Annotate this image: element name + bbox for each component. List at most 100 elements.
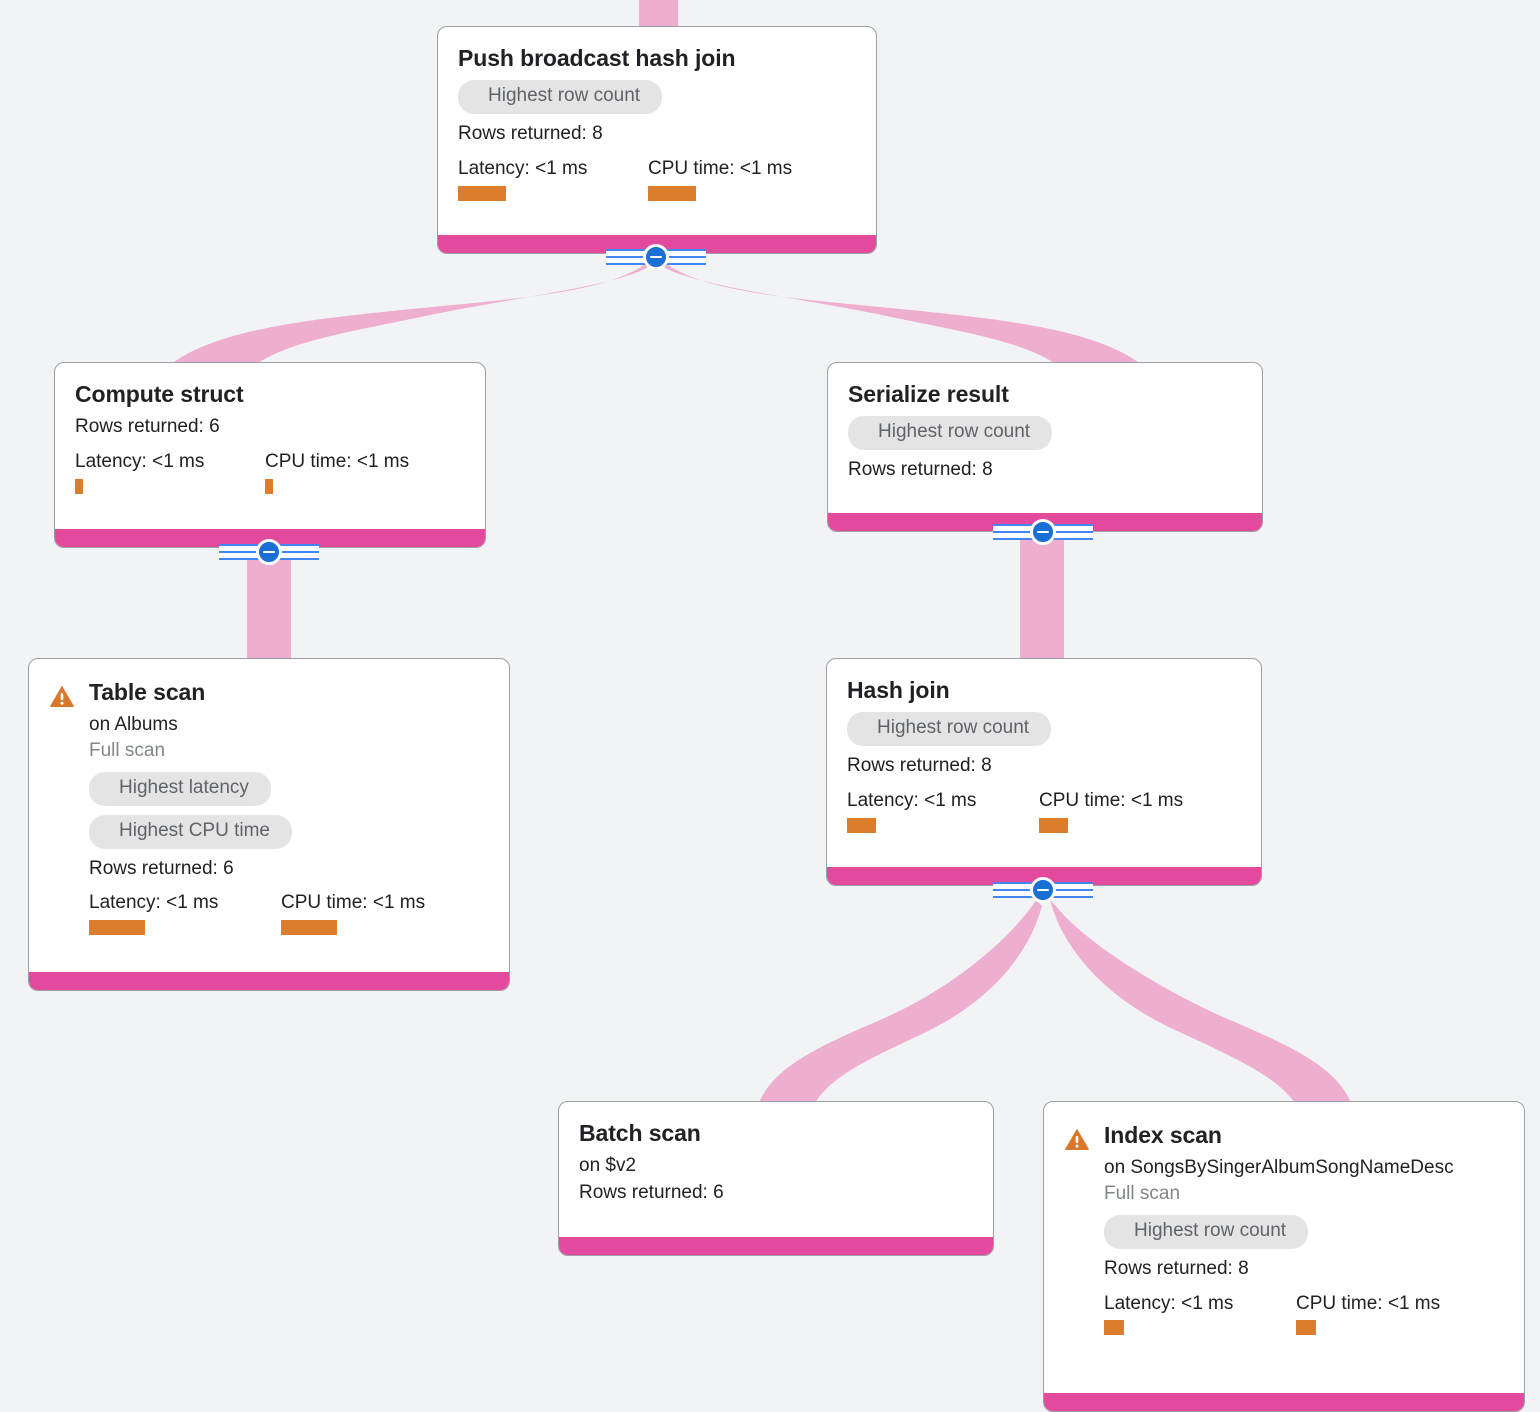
node-body: Push broadcast hash join Highest row cou… (438, 27, 876, 235)
title-col: Serialize result Highest row count Rows … (848, 381, 1053, 482)
metric-latency: Latency: <1 ms (89, 892, 281, 936)
node-title: Serialize result (848, 381, 1009, 407)
latency-label: Latency: <1 ms (89, 892, 219, 914)
node-body: Hash join Highest row count Rows returne… (827, 659, 1261, 867)
metric-latency: Latency: <1 ms (458, 158, 648, 201)
node-accent-bar (1044, 1393, 1524, 1411)
node-title: Batch scan (579, 1120, 701, 1146)
node-title: Hash join (847, 677, 950, 703)
metrics-row: Latency: <1 ms CPU time: <1 ms (458, 158, 792, 201)
node-body: Serialize result Highest row count Rows … (828, 363, 1262, 513)
metric-latency: Latency: <1 ms (1104, 1293, 1296, 1336)
metric-cpu-time: CPU time: <1 ms (1296, 1293, 1440, 1336)
node-push-broadcast-hash-join[interactable]: Push broadcast hash join Highest row cou… (437, 26, 877, 254)
node-hash-join[interactable]: Hash join Highest row count Rows returne… (826, 658, 1262, 886)
rows-returned: Rows returned: 6 (579, 1182, 724, 1204)
node-index-scan[interactable]: Index scan on SongsBySingerAlbumSongName… (1043, 1101, 1525, 1412)
title-col: Table scan on Albums Full scan Highest l… (89, 679, 426, 936)
node-scan-type: Full scan (1104, 1183, 1181, 1205)
cpu-time-bar (265, 479, 273, 495)
metrics-row: Latency: <1 ms CPU time: <1 ms (75, 451, 410, 495)
cpu-time-label: CPU time: <1 ms (648, 158, 793, 180)
latency-label: Latency: <1 ms (75, 451, 205, 473)
cpu-time-label: CPU time: <1 ms (265, 451, 410, 473)
metrics-row: Latency: <1 ms CPU time: <1 ms (89, 892, 426, 936)
latency-bar (1104, 1320, 1124, 1336)
node-accent-bar (827, 867, 1261, 885)
metric-latency: Latency: <1 ms (847, 790, 1039, 833)
cpu-time-bar (1296, 1320, 1316, 1336)
latency-bar (458, 185, 506, 201)
node-title: Index scan (1104, 1122, 1222, 1148)
node-serialize-result[interactable]: Serialize result Highest row count Rows … (827, 362, 1263, 532)
collapse-toggle-push-broadcast-hash-join[interactable] (606, 240, 706, 274)
minus-icon[interactable] (1030, 519, 1056, 545)
minus-icon[interactable] (1030, 877, 1056, 903)
node-scan-type: Full scan (89, 740, 166, 762)
latency-bar (847, 817, 876, 833)
edge-hash-join-to-batch-scan (757, 900, 1042, 1108)
metrics-row: Latency: <1 ms CPU time: <1 ms (847, 790, 1183, 833)
chip-highest-latency: Highest latency (89, 772, 271, 806)
rows-returned: Rows returned: 8 (458, 123, 603, 145)
metric-cpu-time: CPU time: <1 ms (1039, 790, 1183, 833)
collapse-toggle-compute-struct[interactable] (219, 535, 319, 569)
title-col: Push broadcast hash join Highest row cou… (458, 45, 792, 201)
node-batch-scan[interactable]: Batch scan on $v2 Rows returned: 6 (558, 1101, 994, 1256)
title-col: Compute struct Rows returned: 6 Latency:… (75, 381, 410, 495)
title-row: Push broadcast hash join Highest row cou… (458, 45, 792, 201)
rows-returned: Rows returned: 8 (1104, 1257, 1249, 1279)
title-row: Index scan on SongsBySingerAlbumSongName… (1064, 1122, 1454, 1336)
collapse-toggle-hash-join[interactable] (993, 873, 1093, 907)
metric-cpu-time: CPU time: <1 ms (281, 892, 426, 936)
node-body: Index scan on SongsBySingerAlbumSongName… (1044, 1102, 1524, 1393)
cpu-time-bar (648, 185, 696, 201)
rows-returned: Rows returned: 6 (89, 857, 234, 879)
title-col: Index scan on SongsBySingerAlbumSongName… (1104, 1122, 1454, 1336)
minus-icon[interactable] (256, 539, 282, 565)
title-col: Hash join Highest row count Rows returne… (847, 677, 1183, 833)
edge-root-to-serialize-result (662, 262, 1142, 365)
rows-returned: Rows returned: 6 (75, 416, 220, 438)
node-subtitle: on Albums (89, 714, 178, 736)
title-row: Table scan on Albums Full scan Highest l… (49, 679, 426, 936)
cpu-time-bar (1039, 817, 1068, 833)
metric-latency: Latency: <1 ms (75, 451, 265, 495)
cpu-time-label: CPU time: <1 ms (1296, 1292, 1441, 1314)
node-accent-bar (55, 529, 485, 547)
latency-bar (89, 920, 145, 936)
node-title: Compute struct (75, 381, 244, 407)
node-body: Batch scan on $v2 Rows returned: 6 (559, 1102, 993, 1237)
minus-icon[interactable] (643, 244, 669, 270)
chip-highest-row-count: Highest row count (848, 416, 1053, 451)
latency-bar (75, 479, 83, 495)
node-title: Table scan (89, 679, 206, 705)
cpu-time-label: CPU time: <1 ms (281, 892, 426, 914)
node-compute-struct[interactable]: Compute struct Rows returned: 6 Latency:… (54, 362, 486, 548)
rows-returned: Rows returned: 8 (847, 755, 992, 777)
collapse-toggle-serialize-result[interactable] (993, 515, 1093, 549)
latency-label: Latency: <1 ms (458, 158, 588, 180)
node-body: Compute struct Rows returned: 6 Latency:… (55, 363, 485, 529)
edge-hash-join-to-index-scan (1050, 900, 1353, 1108)
latency-label: Latency: <1 ms (847, 790, 977, 812)
latency-label: Latency: <1 ms (1104, 1292, 1234, 1314)
edge-root-to-compute-struct (170, 262, 650, 365)
title-col: Batch scan on $v2 Rows returned: 6 (579, 1120, 724, 1205)
warning-triangle-icon (49, 684, 75, 713)
cpu-time-label: CPU time: <1 ms (1039, 790, 1184, 812)
node-subtitle: on SongsBySingerAlbumSongNameDesc (1104, 1157, 1454, 1179)
chip-highest-cpu-time: Highest CPU time (89, 814, 292, 849)
node-accent-bar (559, 1237, 993, 1255)
node-title: Push broadcast hash join (458, 45, 736, 71)
node-accent-bar (29, 972, 509, 990)
cpu-time-bar (281, 920, 337, 936)
chip-highest-row-count: Highest row count (847, 712, 1052, 747)
metric-cpu-time: CPU time: <1 ms (648, 158, 792, 201)
metrics-row: Latency: <1 ms CPU time: <1 ms (1104, 1293, 1454, 1336)
node-subtitle: on $v2 (579, 1155, 637, 1177)
rows-returned: Rows returned: 8 (848, 459, 993, 481)
chip-highest-row-count: Highest row count (1104, 1215, 1309, 1249)
warning-triangle-icon (1064, 1127, 1090, 1156)
node-table-scan[interactable]: Table scan on Albums Full scan Highest l… (28, 658, 510, 991)
